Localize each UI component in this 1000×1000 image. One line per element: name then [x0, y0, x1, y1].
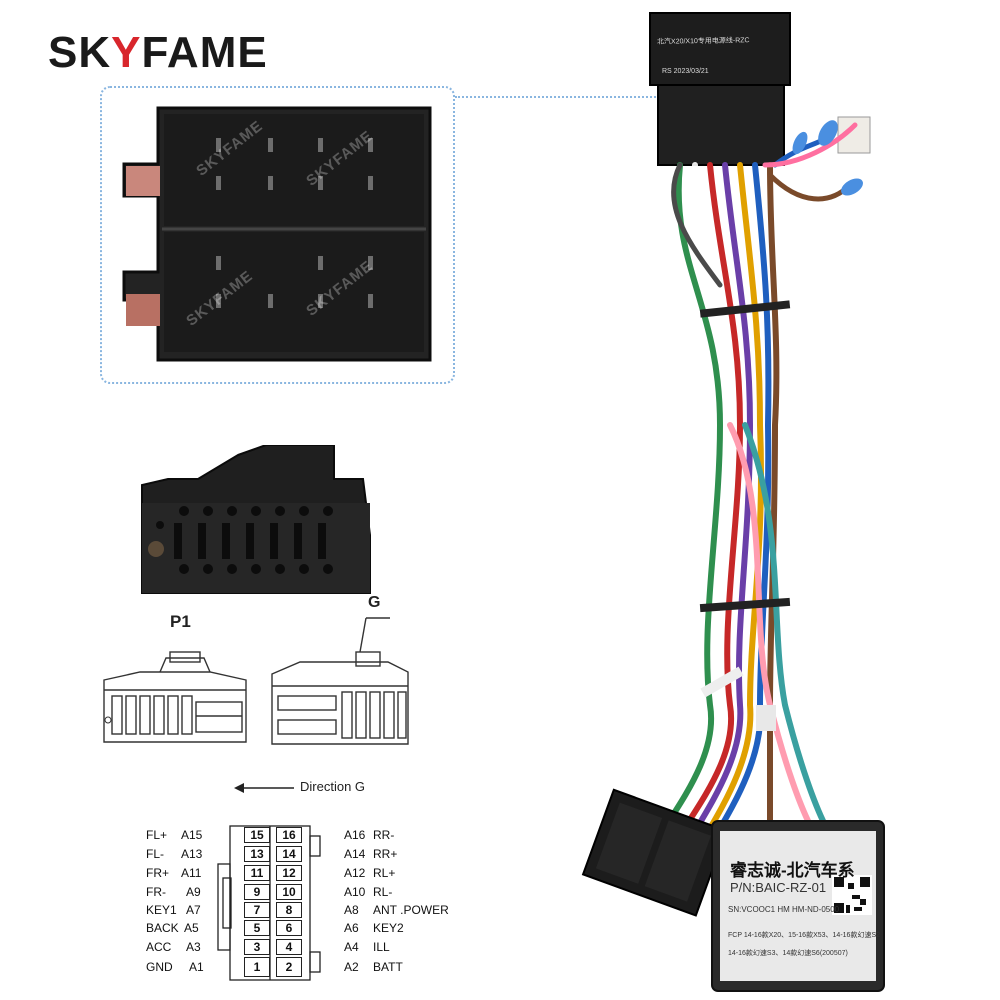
box-part-number: P/N:BAIC-RZ-01 — [730, 880, 827, 895]
pin-label-acc: ACC — [146, 940, 172, 954]
pin-label-key1: KEY1 — [146, 903, 177, 917]
pin-15: 15 — [244, 827, 270, 843]
pin-code-a9: A9 — [186, 885, 201, 899]
pin-code-a10: A10 — [344, 885, 366, 899]
pin-code-a7: A7 — [186, 903, 201, 917]
pin-label-rr-plus: RR+ — [373, 847, 398, 861]
pin-13: 13 — [244, 846, 270, 862]
pin-11: 11 — [244, 865, 270, 881]
pin-code-a4: A4 — [344, 940, 359, 954]
pin-10: 10 — [276, 884, 302, 900]
g-connector-outline — [271, 617, 409, 745]
direction-arrow — [234, 781, 296, 793]
pin-code-a16: A16 — [344, 828, 366, 842]
pin-code-a6: A6 — [344, 921, 359, 935]
box-line1: FCP 14-16款X20、15-16款X53、14-16款幻速S2 — [728, 932, 881, 939]
pin-code-a2: A2 — [344, 960, 359, 974]
connector-block-shape — [141, 444, 371, 594]
connector-block-photo — [138, 444, 378, 605]
top-label-line2: RS 2023/03/21 — [662, 68, 709, 75]
pin-label-fr-minus: FR- — [146, 885, 166, 899]
pin-label-rr-minus: RR- — [373, 828, 395, 842]
box-title: 睿志诚-北汽车系 — [730, 861, 855, 880]
pin-2: 2 — [276, 957, 302, 977]
wire-harness-photo — [570, 5, 900, 995]
zoom-lead-line — [455, 96, 663, 98]
pin-code-a14: A14 — [344, 847, 366, 861]
pin-6: 6 — [276, 920, 302, 936]
p1-connector-outline — [103, 651, 247, 743]
logo-accent-letter: Y — [111, 28, 142, 77]
pin-label-fl-plus: FL+ — [146, 828, 168, 842]
p1-connector-drawing — [100, 650, 252, 748]
pin-code-a13: A13 — [181, 847, 203, 861]
pin-label-rl-minus: RL- — [373, 885, 393, 899]
pin-label-fr-plus: FR+ — [146, 866, 170, 880]
pin-label-rl-plus: RL+ — [373, 866, 396, 880]
g-connector-drawing — [270, 612, 412, 750]
wire-harness-drawing — [581, 12, 885, 992]
pin-label-key2: KEY2 — [373, 921, 404, 935]
connector-closeup-shape — [118, 104, 436, 366]
pin-code-a1: A1 — [189, 960, 204, 974]
pinout-outline — [217, 825, 321, 981]
pin-8: 8 — [276, 902, 302, 918]
box-line2: 14-16款幻速S3、14款幻速S6(200507) — [728, 950, 848, 957]
pin-7: 7 — [244, 902, 270, 918]
zoom-frame — [100, 86, 455, 384]
pin-5: 5 — [244, 920, 270, 936]
pin-label-ant-power: ANT .POWER — [373, 903, 449, 917]
top-connector-label: 北汽X20/X10专用电源线-RZC — [657, 35, 750, 47]
pinout-chart — [214, 822, 326, 984]
box-serial: SN:VCOOC1 HM HM-ND-0500 — [728, 905, 840, 914]
pin-code-a8: A8 — [344, 903, 359, 917]
pin-code-a12: A12 — [344, 866, 366, 880]
top-label-line1: 北汽X20/X10专用电源线-RZC — [656, 37, 750, 46]
pin-9: 9 — [244, 884, 270, 900]
pin-code-a5: A5 — [184, 921, 199, 935]
p1-label: P1 — [170, 612, 191, 631]
logo-text: SKYFAME — [48, 28, 268, 77]
pin-code-a3: A3 — [186, 940, 201, 954]
pin-label-fl-minus: FL- — [146, 847, 164, 861]
pin-1: 1 — [244, 957, 270, 977]
connector-closeup — [118, 104, 436, 366]
direction-label: Direction G — [300, 779, 366, 794]
pin-label-gnd: GND — [146, 960, 173, 974]
g-label: G — [368, 594, 381, 611]
pin-3: 3 — [244, 939, 270, 955]
pin-14: 14 — [276, 846, 302, 862]
pin-4: 4 — [276, 939, 302, 955]
pin-16: 16 — [276, 827, 302, 843]
pin-label-ill: ILL — [373, 940, 390, 954]
pin-code-a15: A15 — [181, 828, 203, 842]
arrow-left-icon — [234, 783, 294, 793]
pin-label-back: BACK — [146, 921, 179, 935]
pin-code-a11: A11 — [181, 866, 202, 880]
brand-logo: SKYFAME — [48, 28, 268, 78]
pin-12: 12 — [276, 865, 302, 881]
pin-label-batt: BATT — [373, 960, 403, 974]
